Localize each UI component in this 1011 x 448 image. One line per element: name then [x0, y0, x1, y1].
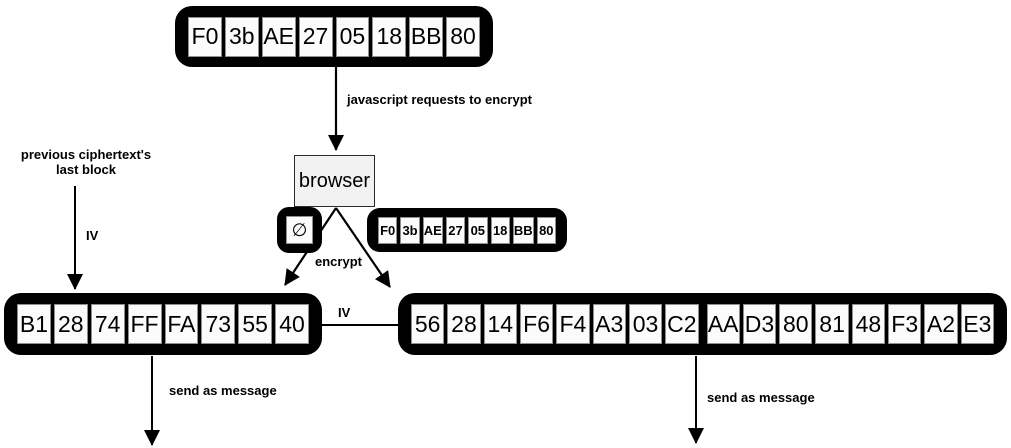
- byte-cell: C2: [665, 304, 699, 344]
- ciphertext-block: 56 28 14 F6 F4 A3 03 C2 AA D3 80 81 48 F…: [398, 293, 1007, 355]
- byte-cell: 27: [298, 16, 333, 57]
- byte-cell: F0: [378, 216, 398, 244]
- iv-block: B1 28 74 FF FA 73 55 40: [4, 293, 322, 355]
- byte-cell: A3: [592, 304, 626, 344]
- byte-cell: A2: [924, 304, 958, 344]
- byte-cell: 28: [53, 304, 88, 344]
- byte-cell: B1: [17, 304, 51, 344]
- byte-cell: 18: [372, 16, 407, 57]
- label-iv-connector: IV: [338, 305, 351, 320]
- browser-label: browser: [298, 169, 371, 192]
- plaintext-block-top: F0 3b AE 27 05 18 BB 80: [175, 6, 493, 67]
- byte-cell: 56: [411, 304, 445, 344]
- byte-cell: 03: [628, 304, 663, 344]
- label-previous-ciphertext: previous ciphertext's last block: [20, 147, 152, 177]
- byte-cell: 55: [238, 304, 273, 344]
- byte-cell: BB: [512, 216, 534, 244]
- label-send-left: send as message: [169, 383, 277, 398]
- byte-cell: F6: [519, 304, 554, 344]
- byte-cell: AE: [261, 16, 296, 57]
- byte-cell: 27: [445, 216, 466, 244]
- plaintext-block-small: F0 3b AE 27 05 18 BB 80: [367, 208, 567, 252]
- byte-cell: 14: [483, 304, 517, 344]
- byte-cell: 05: [468, 216, 488, 244]
- byte-cell: 80: [446, 16, 480, 57]
- byte-cell: D3: [742, 304, 777, 344]
- byte-cell: 74: [90, 304, 125, 344]
- byte-cell: 48: [851, 304, 886, 344]
- byte-cell: 18: [490, 216, 510, 244]
- byte-cell: FA: [164, 304, 199, 344]
- byte-cell: BB: [409, 16, 444, 57]
- byte-cell: 28: [447, 304, 481, 344]
- browser-box: browser: [294, 155, 375, 207]
- byte-cell: 80: [536, 216, 556, 244]
- byte-cell: FF: [127, 304, 162, 344]
- byte-cell: E3: [960, 304, 994, 344]
- byte-cell: 73: [201, 304, 236, 344]
- byte-cell: AE: [422, 216, 443, 244]
- byte-cell: F4: [556, 304, 590, 344]
- empty-set-symbol: ∅: [286, 216, 313, 244]
- byte-cell: F0: [188, 16, 222, 57]
- label-encrypt: encrypt: [315, 254, 362, 269]
- label-send-right: send as message: [707, 390, 815, 405]
- empty-set-block: ∅: [277, 207, 322, 253]
- label-js-request: javascript requests to encrypt: [347, 92, 532, 107]
- byte-cell: 40: [275, 304, 309, 344]
- byte-cell: AA: [706, 304, 740, 344]
- byte-cell: 05: [335, 16, 370, 57]
- byte-cell: 3b: [224, 16, 259, 57]
- byte-cell: 81: [815, 304, 849, 344]
- label-iv-vertical: IV: [86, 228, 99, 243]
- byte-cell: 3b: [400, 216, 420, 244]
- byte-cell: F3: [888, 304, 922, 344]
- byte-cell: 80: [779, 304, 813, 344]
